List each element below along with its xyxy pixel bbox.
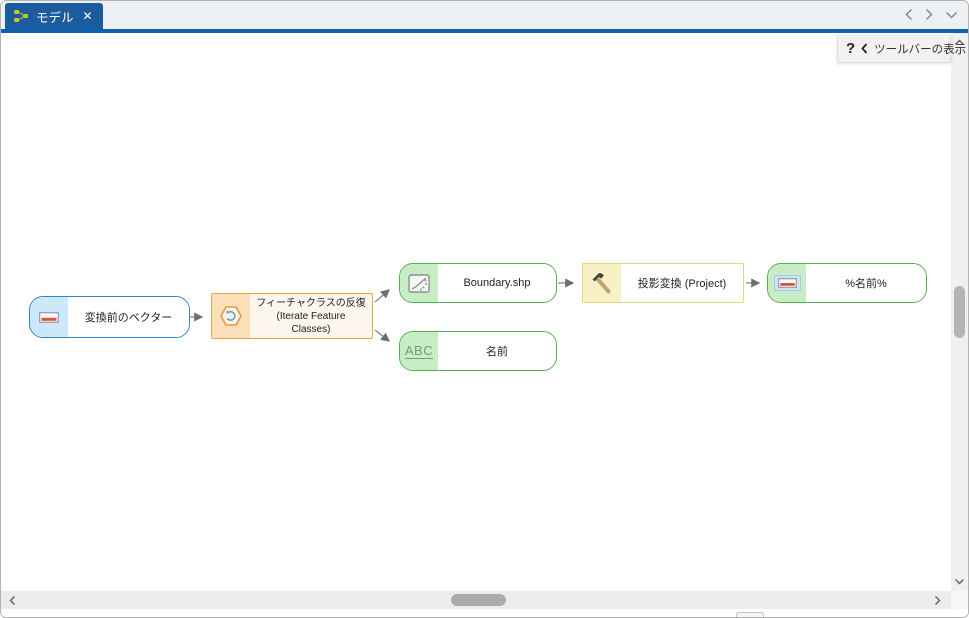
abc-glyph: ABC: [404, 343, 434, 359]
node-label: 変換前のベクター: [84, 312, 173, 324]
feature-class-icon: [400, 264, 438, 302]
tab-navigation: [905, 8, 958, 21]
horizontal-scrollbar-thumb[interactable]: [451, 594, 506, 606]
node-iterate-feature-classes[interactable]: フィーチャクラスの反復 (Iterate Feature Classes): [211, 293, 373, 339]
expand-toolbar-chevron-icon[interactable]: [861, 43, 868, 54]
node-label: フィーチャクラスの反復 (Iterate Feature Classes): [256, 297, 366, 335]
vertical-scrollbar[interactable]: [951, 33, 968, 591]
layer-variable-icon: [30, 297, 68, 337]
model-canvas[interactable]: ? ツールバーの表示: [1, 33, 968, 591]
connector-lines: [190, 278, 761, 342]
help-button[interactable]: ?: [846, 40, 856, 57]
node-input-vector[interactable]: 変換前のベクター: [29, 296, 190, 338]
tab-model[interactable]: モデル ✕: [5, 3, 103, 29]
node-label: 投影変換 (Project): [637, 278, 727, 290]
tab-accent-line: [1, 29, 968, 33]
scrollbar-corner: [951, 591, 968, 609]
node-label: Boundary.shp: [463, 277, 531, 289]
chevron-down-icon[interactable]: [945, 11, 958, 19]
toolbar-panel: ? ツールバーの表示: [837, 35, 966, 63]
tab-bar: モデル ✕: [1, 1, 968, 29]
bottom-strip: [1, 609, 968, 617]
node-boundary-shp[interactable]: Boundary.shp: [399, 263, 557, 303]
scroll-right-icon[interactable]: [934, 591, 941, 609]
node-name-value[interactable]: ABC 名前: [399, 331, 557, 371]
node-output-data[interactable]: %名前%: [767, 263, 927, 303]
node-label: %名前%: [845, 278, 887, 290]
toolbar-panel-label: ツールバーの表示: [874, 43, 967, 56]
abc-value-icon: ABC: [400, 332, 438, 370]
tab-label: モデル: [36, 10, 74, 25]
chevron-left-icon[interactable]: [905, 8, 913, 21]
scroll-up-icon[interactable]: [951, 39, 968, 46]
scroll-down-icon[interactable]: [951, 578, 968, 585]
hammer-icon: [583, 264, 621, 302]
node-project-tool[interactable]: 投影変換 (Project): [582, 263, 744, 303]
scroll-left-icon[interactable]: [9, 591, 16, 609]
partial-overflow-box: [736, 612, 764, 617]
chevron-right-icon[interactable]: [925, 8, 933, 21]
vertical-scrollbar-thumb[interactable]: [954, 286, 965, 338]
modelbuilder-icon: [13, 8, 29, 24]
tab-close-icon[interactable]: ✕: [82, 9, 93, 23]
layer-variable-icon: [768, 264, 806, 302]
horizontal-scrollbar[interactable]: [1, 591, 951, 609]
node-label: 名前: [486, 346, 508, 358]
iterator-hexagon-icon: [212, 294, 250, 338]
